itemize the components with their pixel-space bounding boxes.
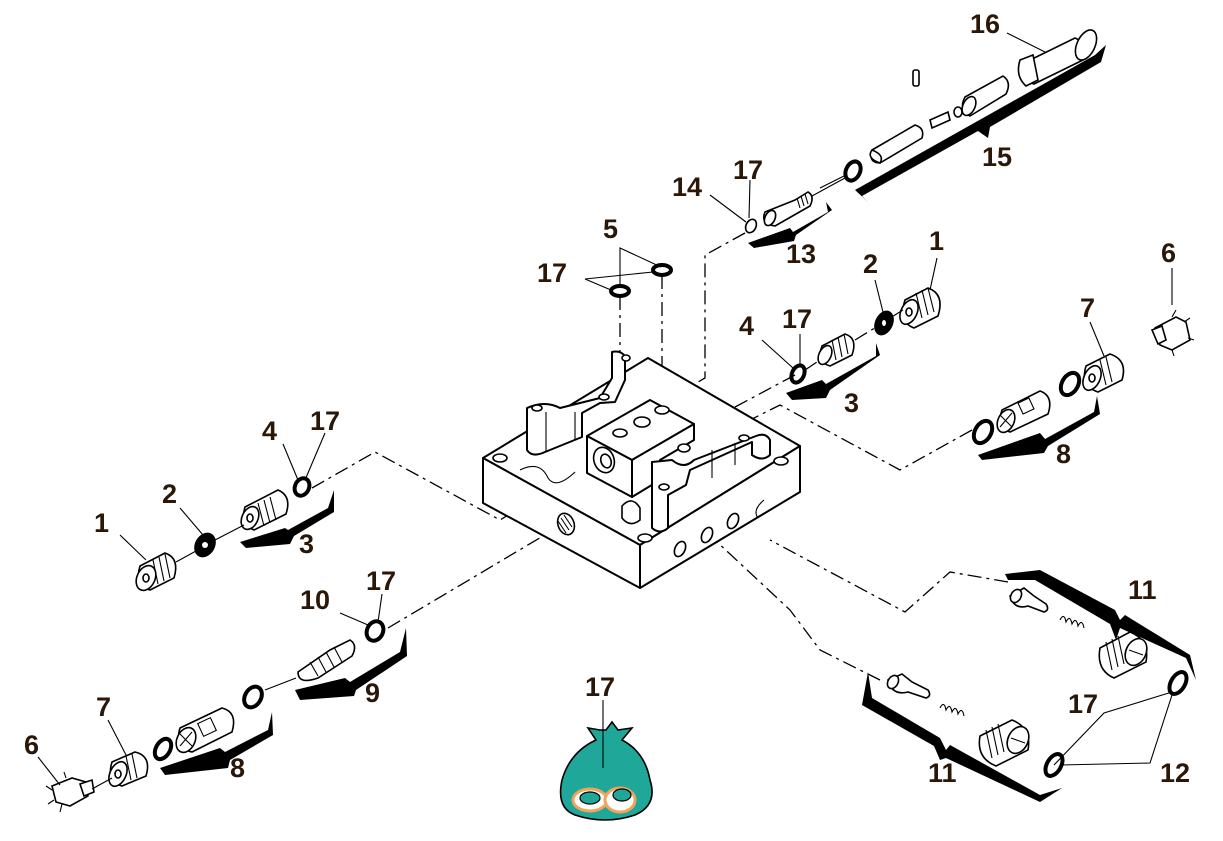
label-5: 5: [603, 214, 618, 244]
label-11: 11: [1128, 575, 1157, 605]
part-group-15-16: [819, 29, 1106, 202]
label-1: 1: [929, 226, 944, 256]
label-17: 17: [366, 566, 396, 596]
bracket-11-bottom: [862, 672, 1062, 802]
bracket-8-left: [160, 712, 273, 775]
label-17: 17: [537, 258, 567, 288]
part-group-13-14: [709, 177, 846, 248]
part-group-8-9-left: [37, 593, 407, 813]
label-4: 4: [739, 311, 754, 341]
bracket-13: [748, 202, 832, 248]
label-10: 10: [300, 585, 330, 615]
label-15: 15: [982, 142, 1012, 172]
label-17: 17: [782, 304, 812, 334]
part-group-11-12: [862, 570, 1196, 802]
part-group-3-right: [761, 257, 941, 400]
bracket-15: [855, 45, 1106, 202]
bracket-3-right: [786, 343, 880, 400]
part-labels: 16 15 14 17 13 5 17 1 2 4 17 3 6 7 8 1 2…: [24, 9, 1190, 788]
label-9: 9: [365, 678, 380, 708]
label-16: 16: [970, 9, 1000, 39]
bracket-3-left: [240, 490, 334, 548]
label-6: 6: [1161, 238, 1176, 268]
valve-body: [482, 350, 801, 589]
label-3: 3: [299, 529, 314, 559]
label-8: 8: [1056, 439, 1071, 469]
label-17: 17: [1068, 689, 1098, 719]
label-17: 17: [733, 155, 763, 185]
label-17: 17: [310, 406, 340, 436]
label-3: 3: [844, 388, 859, 418]
label-14: 14: [672, 172, 702, 202]
label-11: 11: [928, 758, 957, 788]
part-group-5: [584, 247, 673, 298]
label-2: 2: [162, 479, 177, 509]
label-13: 13: [786, 239, 816, 269]
label-4: 4: [262, 416, 277, 446]
bracket-8-right: [978, 396, 1100, 460]
part-group-8-right: [971, 268, 1195, 460]
bracket-9: [295, 628, 407, 700]
label-7: 7: [96, 692, 111, 722]
label-17: 17: [585, 672, 615, 702]
label-12: 12: [1160, 758, 1190, 788]
label-7: 7: [1080, 293, 1095, 323]
label-2: 2: [863, 249, 878, 279]
label-8: 8: [230, 753, 245, 783]
seal-kit-bag: [559, 700, 653, 821]
label-1: 1: [94, 508, 109, 538]
part-group-3-left: [119, 432, 334, 592]
label-6: 6: [24, 730, 39, 760]
